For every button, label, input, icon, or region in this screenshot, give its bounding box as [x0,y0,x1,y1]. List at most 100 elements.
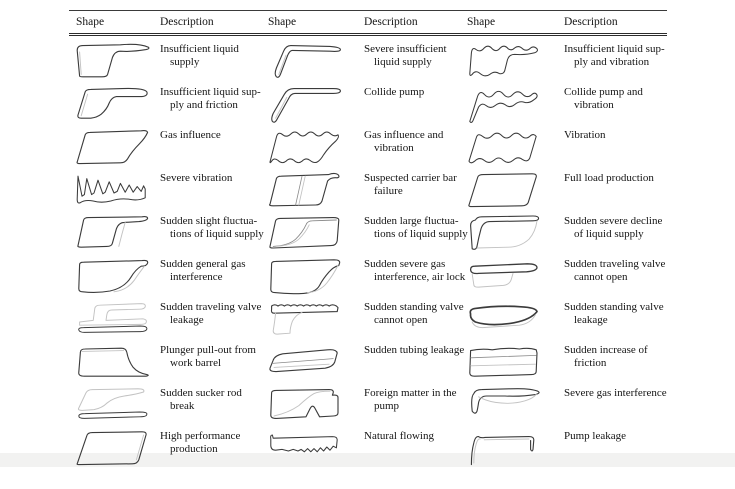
description-cell: Severe gas interference [559,382,667,425]
shape-cell [460,253,559,296]
description-cell: Sudden slight fluctua-tions of liquid su… [155,210,264,253]
description-line: Sudden slight fluctua- [160,215,258,227]
description-line: Full load production [564,172,654,184]
shape-cell [460,210,559,253]
description-line: ply and vibration [574,55,650,68]
shape-cell [261,81,359,124]
description-line: Sudden sucker rod [160,387,242,399]
sudden-severe-decline-of-liquid-supply-shape [470,214,540,250]
sudden-general-gas-interference-shape [78,259,149,293]
sudden-severe-gas-interference-air-lock-shape [270,258,341,294]
shape-cell [69,167,155,210]
description-cell: Natural flowing [359,425,460,468]
full-load-production-shape [468,172,537,207]
sudden-standing-valve-cannot-open-shape [270,303,339,335]
gas-influence-shape [76,129,149,164]
vibration-shape [468,132,537,163]
column-header-description-2: Description [364,16,418,28]
description-line: cannot open [574,270,628,283]
shape-cell [69,296,155,339]
sudden-traveling-valve-cannot-open-shape [469,262,538,288]
description-line: Sudden large fluctua- [364,215,459,227]
description-cell: Pump leakage [559,425,667,468]
description-line: Sudden increase of [564,344,648,356]
foreign-matter-in-the-pump-shape [270,388,339,419]
description-line: Severe gas interference [564,387,667,399]
description-line: Sudden standing valve [364,301,464,313]
description-line: Gas influence and [364,129,444,141]
description-line: ply and friction [170,98,238,111]
sudden-large-fluctuations-of-liquid-supply-shape [269,216,340,249]
shape-cell [460,382,559,425]
column-header-description-1: Description [160,16,214,28]
description-line: Insufficient liquid sup- [564,43,665,55]
description-line: Severe vibration [160,172,233,184]
description-line: Sudden tubing leakage [364,344,465,356]
column-header-description-3: Description [564,16,618,28]
description-line: interference [170,270,223,283]
description-line: interference, air lock [374,270,466,283]
high-performance-production-shape [76,430,147,465]
shape-cell [460,339,559,382]
description-line: Sudden traveling valve [160,301,262,313]
description-line: liquid supply [374,55,432,68]
description-cell: Full load production [559,167,667,210]
description-line: leakage [574,313,608,326]
shape-cell [69,339,155,382]
description-line: Sudden severe gas [364,258,446,270]
shape-cell [460,124,559,167]
description-line: supply [170,55,200,68]
severe-vibration-shape [76,175,146,204]
description-line: Foreign matter in the [364,387,457,399]
description-cell: Collide pump [359,81,460,124]
description-line: cannot open [374,313,428,326]
shape-cell [261,296,359,339]
description-line: Sudden general gas [160,258,246,270]
description-line: Sudden traveling valve [564,258,666,270]
collide-pump-and-vibration-shape [469,90,538,123]
description-line: failure [374,184,403,197]
description-line: tions of liquid supply [170,227,264,240]
description-line: leakage [170,313,204,326]
description-cell: Insufficient liquid sup-ply and friction [155,81,261,124]
shape-cell [261,382,359,425]
description-line: production [170,442,218,455]
shape-cell [69,81,155,124]
description-line: Sudden severe decline [564,215,663,227]
description-line: tions of liquid supply [374,227,468,240]
description-cell: Gas influence [155,124,261,167]
shape-cell [69,425,155,468]
severe-insufficient-liquid-supply-shape [274,44,341,78]
description-line: Insufficient liquid [160,43,239,55]
description-line: pump [374,399,400,412]
description-line: friction [574,356,607,369]
description-line: High performance [160,430,241,442]
shape-cell [261,124,359,167]
suspected-carrier-bar-failure-shape [269,172,340,206]
pump-leakage-shape [470,435,535,465]
shape-cell [69,38,155,81]
description-line: Collide pump and [564,86,643,98]
column-header-shape-1: Shape [76,16,105,28]
shape-cell [261,38,359,81]
column-header-shape-2: Shape [268,16,297,28]
description-line: Insufficient liquid sup- [160,86,261,98]
description-line: Suspected carrier bar [364,172,457,184]
description-cell: Severe vibration [155,167,261,210]
shape-cell [261,167,359,210]
shape-cell [460,38,559,81]
plunger-pull-out-from-work-barrel-shape [78,347,149,377]
shape-cell [261,339,359,382]
